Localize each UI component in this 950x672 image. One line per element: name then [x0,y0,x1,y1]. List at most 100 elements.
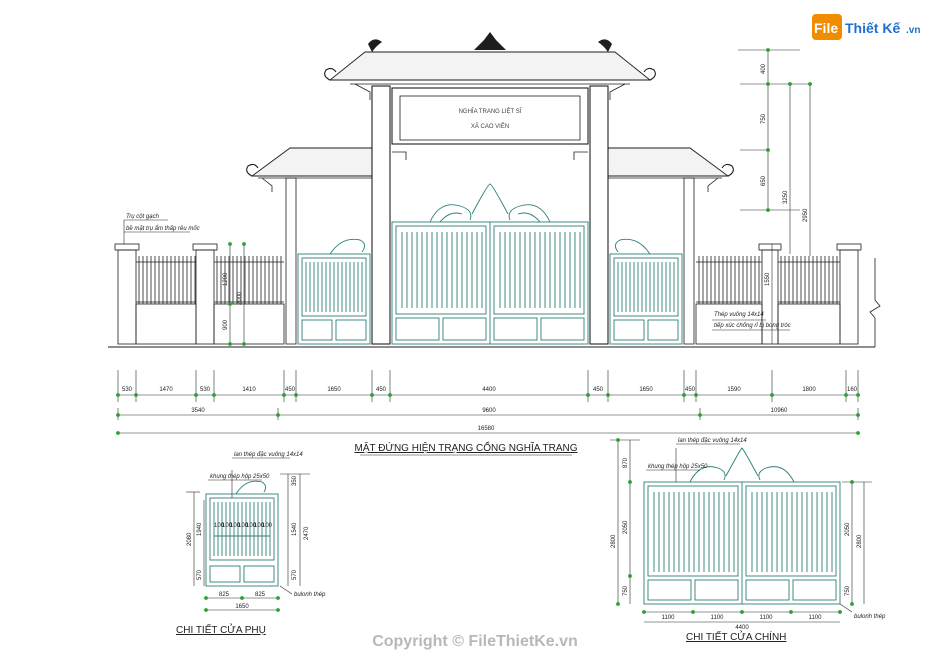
main-bottom-dim-4: 1100 [809,615,823,621]
post-dim-2000: 2000 [237,291,243,305]
side-bottom-dim-total: 1650 [235,604,249,610]
side-note-hinge: bulonh thép [294,592,326,598]
left-main-pillar [371,85,391,345]
dim-tick [116,413,120,417]
main-bottom-dim-total: 4400 [735,625,749,631]
dim-row1-label: 4400 [482,387,496,393]
height-dim-400: 400 [761,63,767,74]
copyright-watermark: Copyright © FileThietKe.vn [372,633,578,650]
logo-domain-text: .vn [906,25,920,36]
dim-row1-label: 530 [200,387,211,393]
note-rust: tiếp xúc chống rỉ bị bong tróc [714,322,791,329]
note-steel-square: Thép vuông 14x14 [714,312,764,318]
main-elevation-title: MẶT ĐỨNG HIỆN TRẠNG CỔNG NGHĨA TRANG [354,441,577,454]
right-side-roof [607,147,734,192]
elevation-annotations: Trụ cột gạch bề mặt trụ ẩm thấp rêu mốc … [123,214,791,331]
dim-row1-label: 1650 [327,387,341,393]
dim-row2-label: 9600 [482,408,496,414]
dim-tick [212,393,216,397]
side-gate-title: CHI TIẾT CỬA PHỤ [176,623,266,636]
main-left-dim-2050: 2050 [623,520,629,534]
main-left-dim-750: 750 [623,585,629,596]
sign-board: NGHĨA TRANG LIỆT SĨ XÃ CAO VIÊN [391,87,589,160]
side-bar-spacing-label: 100 [262,523,273,529]
main-bottom-dim-2: 1100 [711,615,725,621]
left-side-roof [246,147,373,192]
height-dim-2950: 2950 [803,208,809,222]
dim-tick [134,393,138,397]
dim-tick [856,413,860,417]
side-detail-bars [213,502,271,556]
main-note-hinge: bulonh thép [854,614,886,620]
dim-total: 16580 [478,426,495,432]
side-left-dim-2080: 2080 [187,532,193,546]
height-dim-650: 650 [761,175,767,186]
post-dim-1200: 1200 [223,272,229,286]
dim-tick [194,393,198,397]
side-bar-spacing-label: 100 [230,523,241,529]
main-gate-detail: lan thép đặc vuông 14x14 khung thép hộp … [610,438,886,643]
right-main-pillar [589,85,609,345]
main-right-dim-2050: 2050 [845,522,851,536]
logo-brand-text: Thiết Kế [845,20,900,36]
right-side-gate-elevation [609,238,683,345]
left-side-gate-elevation [297,238,371,345]
side-bottom-dim-825-b: 825 [255,592,266,598]
main-gate-title: CHI TIẾT CỬA CHÍNH [686,630,786,643]
dim-tick [294,393,298,397]
central-roof [324,32,656,100]
logo-file-text: File [814,20,838,36]
side-right-dim-570: 570 [292,569,298,580]
main-left-dim-870: 870 [623,457,629,468]
side-right-dim-1540: 1540 [292,522,298,536]
fence-posts [114,243,862,345]
height-dim-750: 750 [761,113,767,124]
dim-row1-label: 450 [285,387,296,393]
sign-line-1: NGHĨA TRANG LIỆT SĨ [459,107,522,115]
dim-row1-label: 530 [122,387,133,393]
main-detail-bars [653,492,833,572]
dim-row1-label: 450 [593,387,604,393]
main-right-dim-750: 750 [845,585,851,596]
fence-railings [136,256,840,304]
side-bar-spacing-label: 100 [238,523,249,529]
main-left-dim-2800: 2800 [611,534,617,548]
side-right-dim-350: 350 [292,475,298,486]
dim-tick [276,413,280,417]
filethietke-logo: File Thiết Kế .vn [812,14,920,40]
main-gate-elevation [391,183,589,345]
dim-row1-label: 1590 [727,387,741,393]
right-gate-bars [617,262,675,312]
side-right-dim-2470: 2470 [304,526,310,540]
right-post-dim: 1550 [765,272,771,286]
dim-tick [694,393,698,397]
height-dimensions: 400 750 650 3250 2950 [738,48,812,256]
dim-row2-label: 10960 [771,408,788,414]
side-left-dim-1940: 1940 [197,522,203,536]
main-elevation: NGHĨA TRANG LIỆT SĨ XÃ CAO VIÊN [108,32,881,456]
dim-tick [388,393,392,397]
dim-row1-label: 1800 [802,387,816,393]
dim-tick [682,393,686,397]
side-bottom-dim-825-a: 825 [219,592,230,598]
side-bar-spacing-label: 100 [214,523,225,529]
left-secondary-pillar [285,177,297,345]
dim-tick [282,393,286,397]
right-secondary-pillar [683,177,695,345]
dim-tick [606,393,610,397]
side-note-box-frame: khung thép hộp 25x50 [210,474,270,480]
post-vertical-dimensions: 1200 2000 900 1550 [223,242,773,346]
side-bar-spacing-label: 100 [246,523,257,529]
post-dim-900: 900 [223,319,229,330]
dim-row1-label: 1470 [159,387,173,393]
dim-row1-label: 1650 [639,387,653,393]
dim-tick [770,393,774,397]
fence-walls [135,256,841,345]
main-note-box-frame: khung thép hộp 25x50 [648,464,708,470]
